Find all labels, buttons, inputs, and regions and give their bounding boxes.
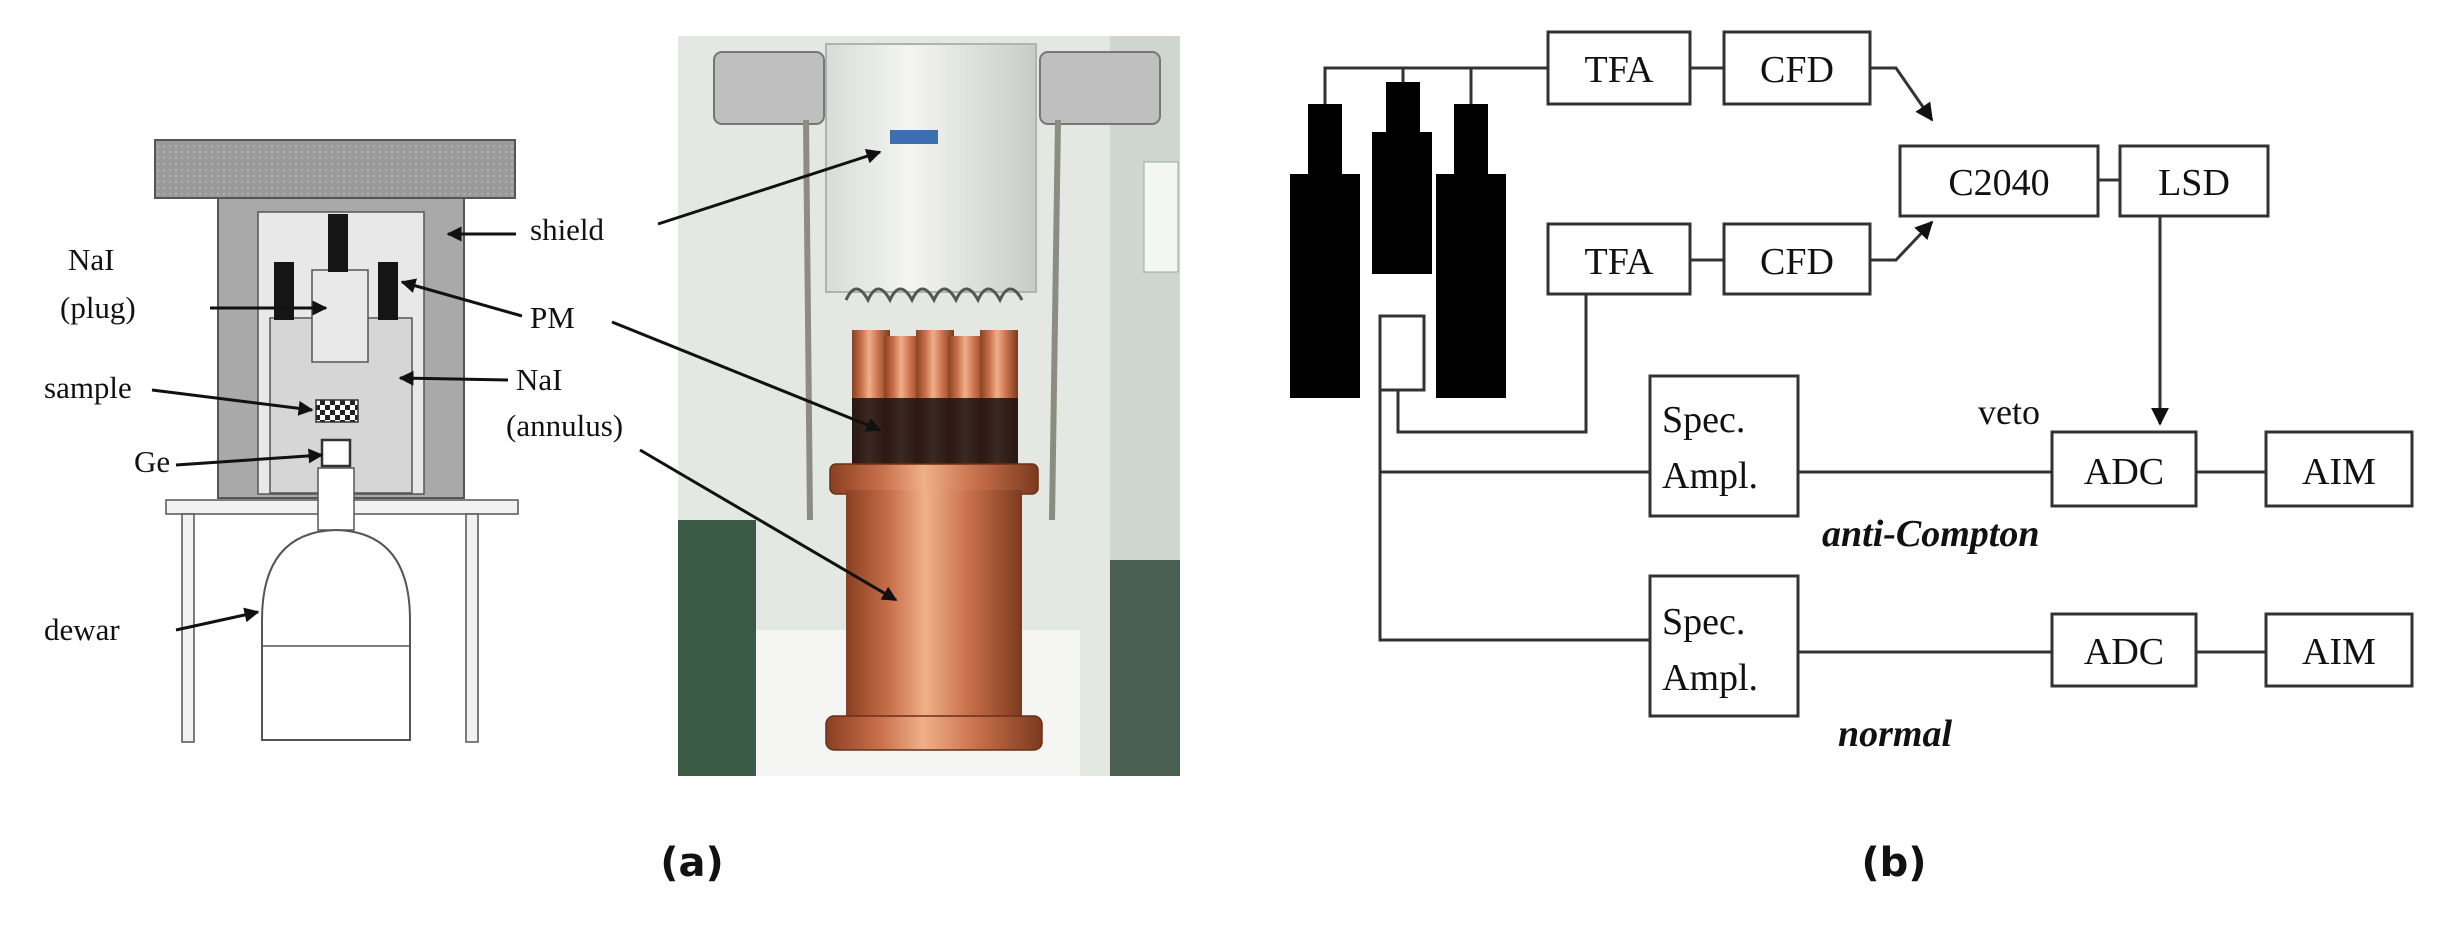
photo-dewar-logo [890,130,938,144]
photo-cables [844,287,1024,304]
label-nai-plug-1: NaI [68,242,114,277]
arrow-nai-annulus [398,370,509,386]
block-spec-ampl-bottom [1648,574,1800,718]
detector-right-body [1436,174,1506,398]
block-cfd-top [1722,30,1872,106]
block-adc-top-label: ADC [2084,451,2164,493]
panel-a-schematic: NaI (plug) sample Ge dewar shield PM NaI… [44,139,623,743]
detector-ge-box [1378,314,1426,392]
block-aim-bottom [2264,612,2414,688]
block-adc-bottom-label: ADC [2084,631,2164,673]
label-pm: PM [530,300,575,335]
block-tfa-bottom-label: TFA [1585,241,1655,283]
pm-bar-left [274,262,294,320]
arrow-ge [175,448,324,467]
detector-center-body [1372,132,1432,274]
photo-rod-right [1049,119,1061,521]
photo-mount-left [713,51,825,125]
detector-left-cap [1308,104,1342,178]
photo-rod-left [803,119,813,521]
label-nai-annulus-2: (annulus) [506,408,623,443]
dewar-body [261,528,411,741]
label-anti-compton: anti-Compton [1822,513,2040,555]
pm-bar-right [378,262,398,320]
detector-group [1290,82,1506,398]
label-ge: Ge [134,444,170,479]
label-normal: normal [1838,713,1952,755]
wire-ge-to-tfa-bottom [1396,294,1588,434]
label-dewar: dewar [44,612,120,647]
block-spec-ampl-top-line1: Spec. [1662,399,1745,441]
block-spec-ampl-bottom-line1: Spec. [1662,601,1745,643]
block-aim-top-label: AIM [2302,451,2376,493]
dewar-neck [317,467,355,531]
arrow-dewar [175,607,260,632]
nai-plug-block [311,269,369,363]
wire-detectors-to-tfa-top [1323,66,1548,104]
block-adc-top [2050,430,2198,508]
block-cfd-bottom [1722,222,1872,296]
arrow-pm [400,278,523,318]
block-aim-top [2264,430,2414,508]
label-sample: sample [44,370,132,405]
photo-pm-tubes [852,330,1018,480]
photo-annulus-body [846,490,1022,722]
block-spec-ampl-bottom-line2: Ampl. [1662,657,1758,699]
block-aim-bottom-label: AIM [2302,631,2376,673]
panel-a-photo [611,36,1180,776]
ge-detector [320,438,352,468]
block-tfa-top [1546,30,1692,106]
block-cfd-bottom-label: CFD [1760,241,1834,283]
block-lsd [2118,144,2270,218]
block-spec-ampl-top [1648,374,1800,518]
detector-left-body [1290,174,1360,398]
detector-center-cap [1386,82,1420,136]
arrow-cfd-top-to-c2040 [1870,66,1934,122]
block-lsd-label: LSD [2158,162,2230,204]
detector-right-cap [1454,104,1488,178]
arrow-photo-shield [657,149,882,226]
sample-block [315,399,359,423]
bench-leg-right [465,513,479,743]
panel-b-diagram: TFA CFD TFA CFD C2040 LSD Spec. Ampl. AD… [1290,30,2414,755]
arrow-photo-pm [611,320,882,432]
pm-bar-center [328,214,348,272]
caption-a: (a) [660,840,724,886]
label-nai-annulus-1: NaI [516,362,562,397]
photo-floor-right [1110,560,1180,776]
photo-dewar-cylinder [825,43,1037,293]
block-c2040 [1898,144,2100,218]
photo-annulus-flange-bottom [825,715,1043,751]
caption-b: (b) [1861,840,1926,886]
block-spec-ampl-top-line2: Ampl. [1662,455,1758,497]
label-veto: veto [1978,392,2040,432]
photo-panel-box [1143,161,1179,273]
arrow-sample [151,388,314,416]
block-c2040-label: C2040 [1948,162,2049,204]
photo-floor-left [678,520,756,776]
photo-annulus-flange-top [829,463,1039,495]
arrow-photo-annulus [639,448,898,602]
block-cfd-top-label: CFD [1760,49,1834,91]
label-shield: shield [530,212,605,247]
label-nai-plug-2: (plug) [60,290,136,325]
block-tfa-bottom [1546,222,1692,296]
photo-mount-right [1039,51,1161,125]
block-tfa-top-label: TFA [1585,49,1655,91]
wire-ge-to-spec-ampl [1378,380,1650,642]
shield-roof [154,139,516,199]
block-adc-bottom [2050,612,2198,688]
arrow-cfd-bottom-to-c2040 [1870,220,1934,262]
